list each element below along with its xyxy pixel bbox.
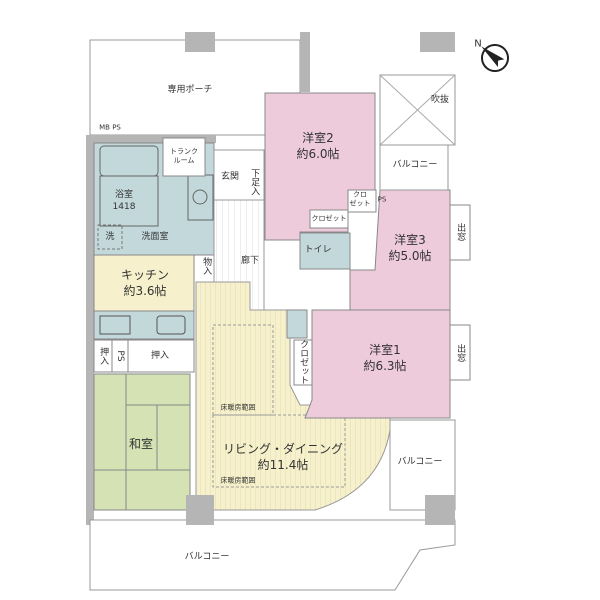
utility-sink [286,309,308,339]
wall [300,32,310,92]
tatami-room [93,373,191,511]
wall [86,135,94,525]
balcony-label: バルコニー [397,456,443,467]
bay-window [449,204,471,261]
washer-space [97,224,123,250]
closet-label: クロ ゼット [349,190,371,208]
storage-label: 物入 [201,257,212,275]
closet-box [309,209,349,229]
balcony-label: バルコニー [392,159,438,170]
mb-ps-label: MB PS [99,123,121,132]
pillar [425,495,455,525]
bay-window-label: 出窓 [455,344,466,362]
bay-window [449,324,471,381]
floor-heating-label: 床暖房範囲 [220,476,256,485]
ps-label: PS [115,350,126,362]
bathtub [99,145,159,177]
bathroom-label: 浴室 1418 [112,189,136,212]
entrance-label: 玄関 [220,171,240,182]
western-room-1-label: 洋室1 約6.3帖 [363,342,407,373]
closet-label: 押入 [150,350,170,361]
closet-box [347,189,377,213]
pillar [420,32,455,52]
closet-box [293,339,313,386]
floor-heating-zone [212,414,346,488]
western-room-2-label: 洋室2 約6.0帖 [296,130,340,161]
kitchen-label: キッチン 約3.6帖 [120,267,170,298]
toilet-area [299,232,351,270]
closet-label: 押入 [98,347,109,365]
toilet-label: トイレ [304,244,332,255]
sink-icon [156,315,186,335]
shoe-closet-label: 下足入 [249,168,260,196]
washroom-label: 洗面室 [141,231,169,242]
bay-window-label: 出窓 [455,223,466,241]
living-dining-area [195,281,391,511]
north-arrow-icon [481,44,509,72]
porch-label: 専用ポーチ [167,84,213,95]
living-dining-label: リビング・ダイニング 約11.4帖 [222,441,344,472]
western-room-3-label: 洋室3 約5.0帖 [388,232,432,263]
ps-label: PS [377,195,387,204]
japanese-room-label: 和室 [128,436,154,451]
wall [86,135,216,143]
closet-row [93,339,195,373]
closet-label: クロゼット [298,339,309,385]
compass-label: N [474,38,482,50]
corridor-label: 廊下 [240,255,260,266]
balcony-bottom [89,519,456,591]
void-label: 吹抜 [430,94,450,105]
washer-label: 洗 [105,231,115,242]
balcony-small [379,144,449,191]
pillar [186,495,214,525]
trunk-room-label: トランク ルーム [170,147,198,165]
stove-icon [99,315,131,335]
trunk-room-box [162,137,206,177]
floor-heating-label: 床暖房範囲 [220,403,256,412]
pillar [185,32,215,52]
closet-label: クロゼット [311,214,347,223]
balcony-label: バルコニー [184,551,230,562]
entrance-area [213,149,265,201]
